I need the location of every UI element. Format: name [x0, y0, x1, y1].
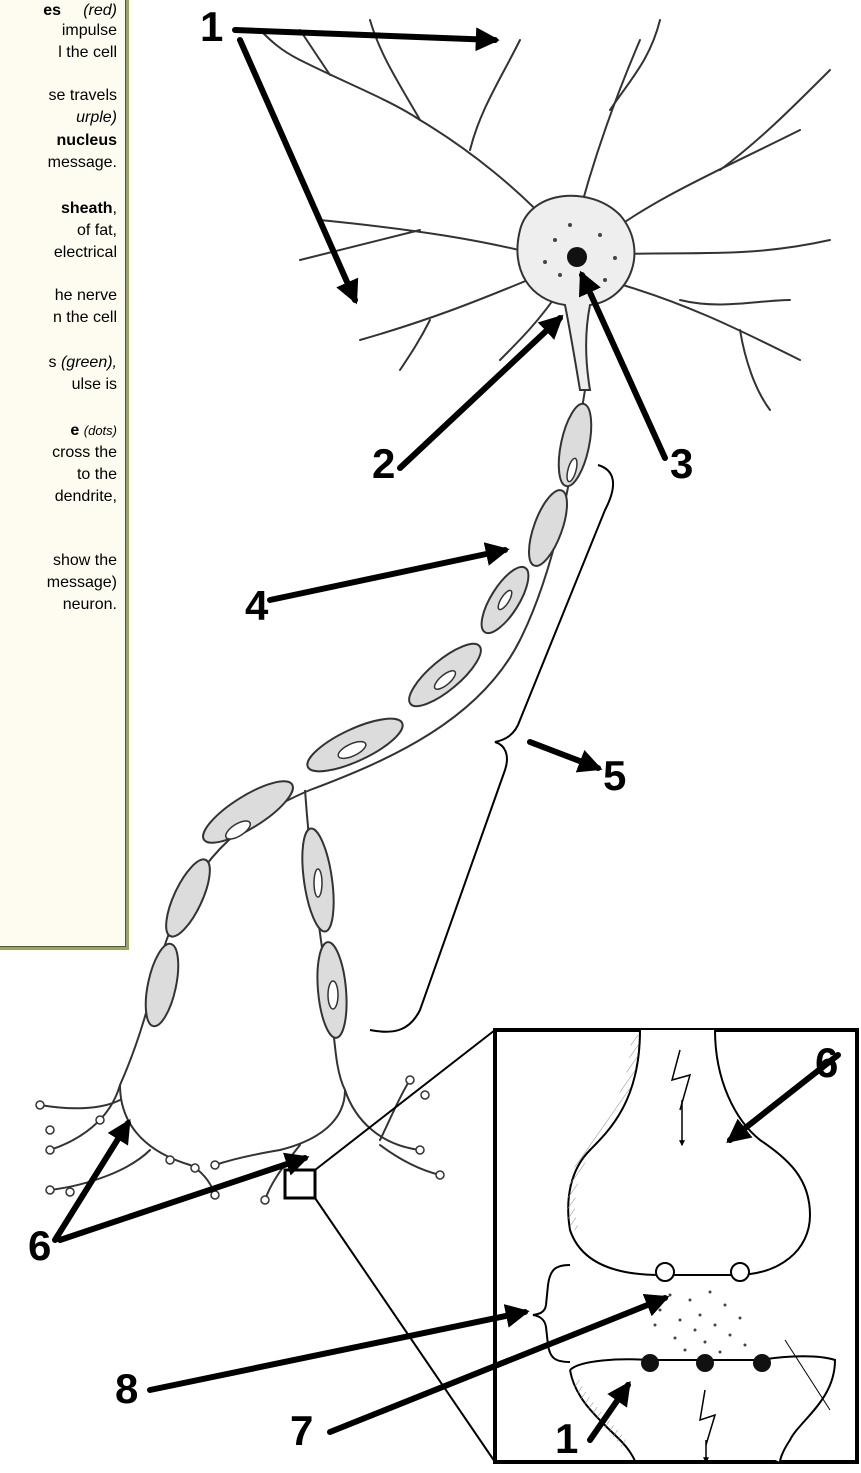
synapse-inset [495, 1030, 857, 1462]
label-neurotransmitter: 7 [290, 1410, 313, 1452]
zoom-indicator [285, 1030, 495, 1462]
myelin-sheath [140, 401, 598, 1039]
label-axon-terminal: 6 [28, 1225, 51, 1267]
label-axon: 5 [603, 755, 626, 797]
label-myelin-sheath: 4 [245, 585, 268, 627]
nucleus-dot [567, 247, 587, 267]
cell-body [517, 196, 634, 390]
arrow-5 [530, 742, 598, 768]
arrow-3 [582, 275, 665, 458]
arrow-2 [400, 318, 560, 468]
arrow-1-top [235, 30, 495, 40]
label-dendrite-inset: 1 [555, 1418, 578, 1460]
label-axon-terminal-inset: 6 [815, 1042, 838, 1084]
label-nucleus: 3 [670, 443, 693, 485]
label-dendrites: 1 [200, 6, 223, 48]
terminal-knobs [36, 1076, 444, 1204]
label-cell-body: 2 [372, 443, 395, 485]
schwann-nuclei [223, 457, 579, 1009]
arrow-4 [270, 550, 505, 600]
label-synapse: 8 [115, 1368, 138, 1410]
